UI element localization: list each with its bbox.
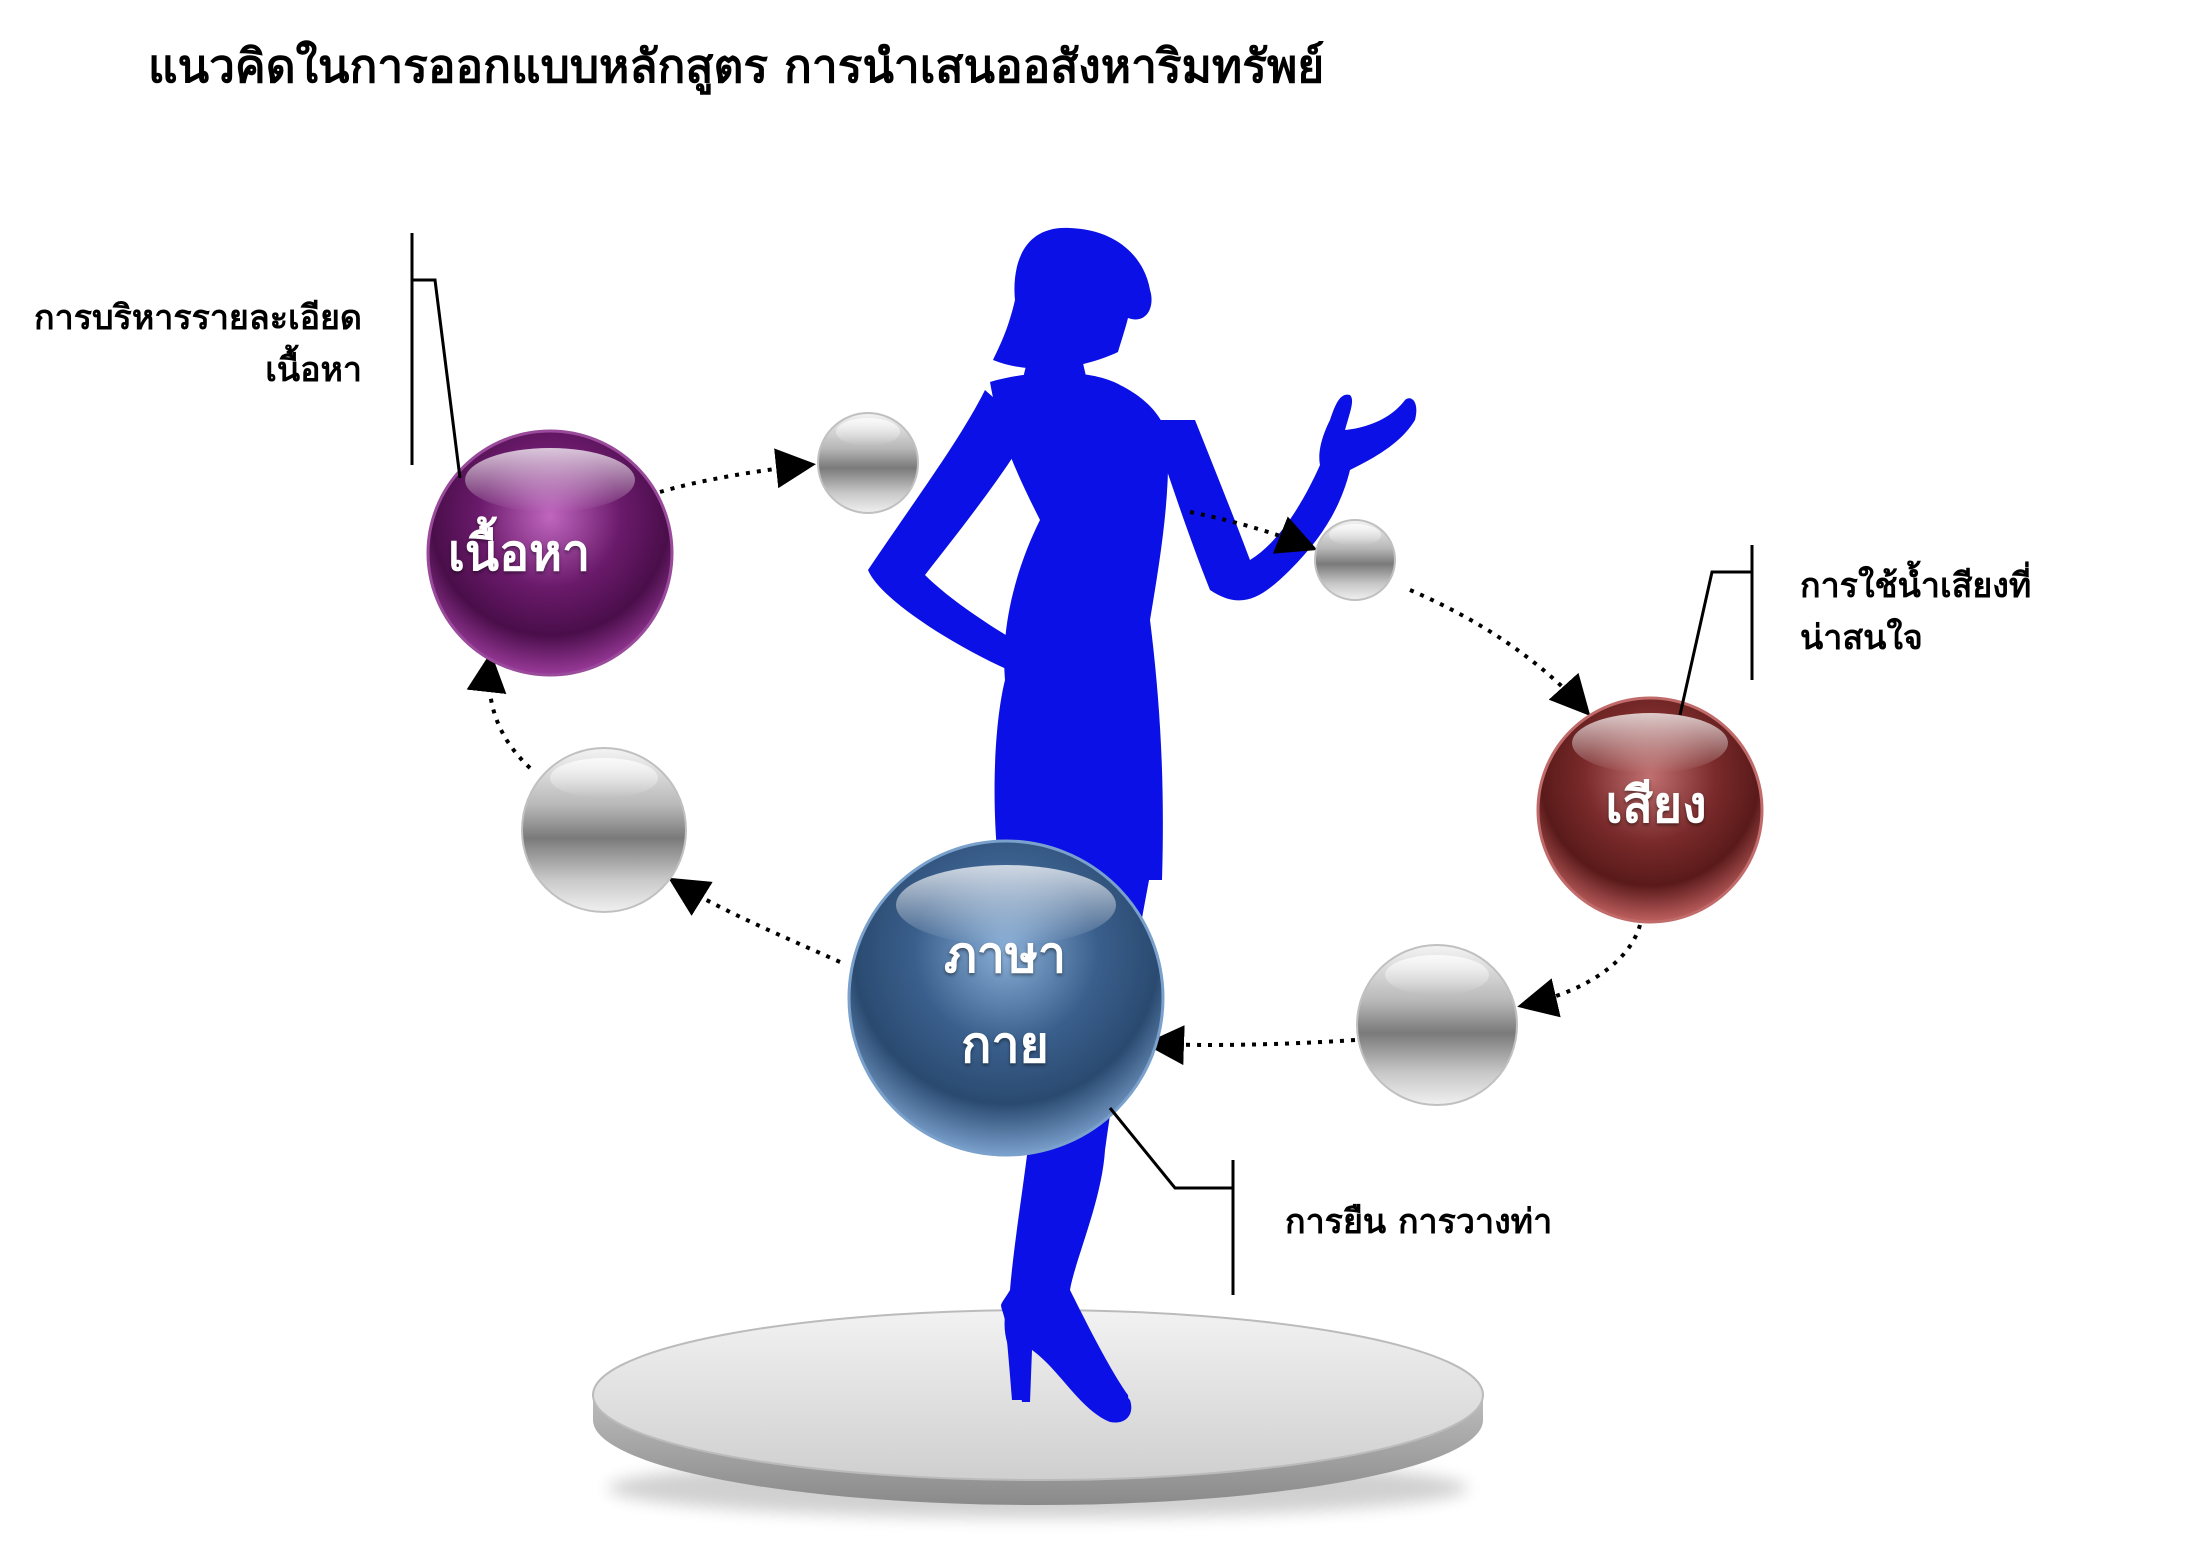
note-body: การยืน การวางท่า: [1285, 1196, 1552, 1248]
arrow-content-to-sphere1: [659, 448, 816, 494]
small-sphere-4: [521, 747, 687, 913]
note-content-line1: การบริหารรายละเอียด: [34, 298, 362, 338]
stage-platform: [592, 1309, 1484, 1518]
voice-sphere-label: เสียง: [1605, 776, 1707, 834]
arrow-sphere4-to-content: [466, 652, 532, 770]
small-sphere-1: [817, 412, 919, 514]
note-voice-line2: น่าสนใจ: [1800, 618, 1923, 658]
content-sphere-label: เนื้อหา: [447, 524, 591, 582]
note-voice: การใช้น้ำเสียงที่ น่าสนใจ: [1800, 560, 2031, 664]
note-content: การบริหารรายละเอียด เนื้อหา: [34, 292, 362, 396]
arrow-sphere1-to-sphere2: [1189, 510, 1318, 554]
arrow-voice-to-sphere3: [1517, 924, 1642, 1018]
note-voice-line1: การใช้น้ำเสียงที่: [1800, 566, 2032, 606]
note-content-line2: เนื้อหา: [265, 350, 362, 390]
page-title: แนวคิดในการออกแบบหลักสูตร การนำเสนออสังห…: [148, 39, 1325, 93]
voice-sphere: [1536, 696, 1764, 924]
content-sphere: [426, 429, 674, 677]
arrow-sphere2-to-voice: [1409, 588, 1591, 716]
callout-body: [1108, 1107, 1235, 1295]
small-sphere-2: [1314, 519, 1396, 601]
callout-voice: [1678, 545, 1754, 716]
cycle-arrows: [466, 448, 1642, 1066]
note-body-line1: การยืน การวางท่า: [1285, 1202, 1553, 1242]
small-sphere-3: [1356, 944, 1518, 1106]
body-label-line1: ภาษา: [943, 926, 1067, 984]
callout-content: [410, 233, 462, 479]
body-language-sphere: [847, 839, 1165, 1157]
body-label-line2: กาย: [961, 1016, 1049, 1074]
body-language-sphere-label: ภาษา กาย: [900, 910, 1110, 1090]
arrow-body-to-sphere4: [668, 877, 841, 964]
arrow-sphere3-to-body: [1144, 1025, 1356, 1066]
